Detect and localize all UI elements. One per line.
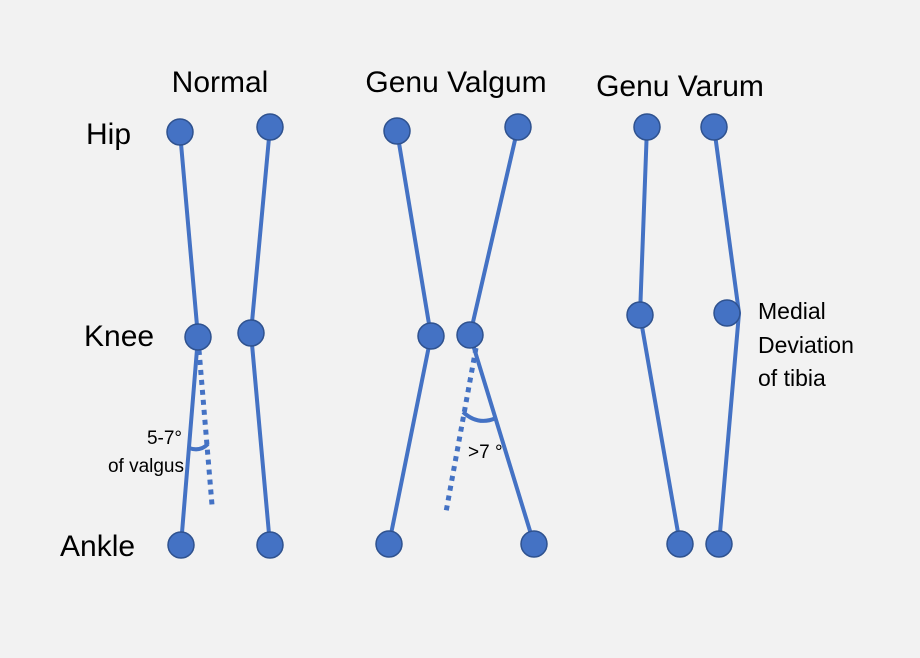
title-genu-varum: Genu Varum xyxy=(596,70,764,103)
normal-angle-arc xyxy=(188,442,210,452)
valgum-angle-arc xyxy=(461,410,497,423)
valgum-left-hip-joint xyxy=(383,117,411,145)
varum-note-line1: Medial xyxy=(758,298,826,324)
normal-left-ankle-joint xyxy=(167,531,195,559)
valgum-mechanical-axis-line xyxy=(443,347,479,513)
normal-angle-label: 5-7° xyxy=(147,428,182,449)
label-hip: Hip xyxy=(86,118,131,151)
varum-left-leg xyxy=(637,126,682,545)
label-knee: Knee xyxy=(84,320,154,353)
varum-right-leg xyxy=(712,126,742,545)
normal-right-knee-joint xyxy=(237,319,265,347)
normal-right-hip-joint xyxy=(256,113,284,141)
varum-legs xyxy=(626,113,742,558)
valgum-right-hip-joint xyxy=(504,113,532,141)
label-ankle: Ankle xyxy=(60,530,135,563)
varum-right-ankle-joint xyxy=(705,530,733,558)
valgum-right-ankle-joint xyxy=(520,530,548,558)
title-normal: Normal xyxy=(172,66,269,99)
varum-note-line3: of tibia xyxy=(758,365,826,391)
title-genu-valgum: Genu Valgum xyxy=(365,66,546,99)
varum-right-hip-joint xyxy=(700,113,728,141)
normal-angle-desc: of valgus xyxy=(108,456,184,477)
normal-legs xyxy=(166,113,284,559)
valgum-right-knee-joint xyxy=(456,321,484,349)
valgum-legs xyxy=(375,113,548,558)
varum-left-hip-joint xyxy=(633,113,661,141)
varum-note-line2: Deviation xyxy=(758,332,854,358)
varum-left-knee-joint xyxy=(626,301,654,329)
normal-left-knee-joint xyxy=(184,323,212,351)
valgum-left-knee-joint xyxy=(417,322,445,350)
varum-left-ankle-joint xyxy=(666,530,694,558)
varum-right-knee-joint xyxy=(713,299,741,327)
normal-mechanical-axis-line xyxy=(196,349,215,506)
normal-left-hip-joint xyxy=(166,118,194,146)
valgum-left-ankle-joint xyxy=(375,530,403,558)
normal-right-ankle-joint xyxy=(256,531,284,559)
valgum-angle-label: >7 ° xyxy=(468,442,503,463)
